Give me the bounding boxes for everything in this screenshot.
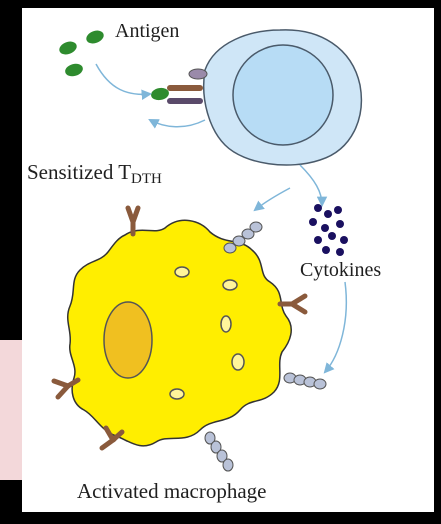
sensitized-t-cell [204,30,362,165]
sensitized-t-dth-label: Sensitized TDTH [27,160,162,185]
activated-macrophage-label: Activated macrophage [77,479,267,504]
sensitized-label-main: Sensitized T [27,160,131,184]
cytokines-label: Cytokines [300,259,381,282]
left-edge-strip [0,340,22,480]
antigen-label: Antigen [115,20,179,43]
sensitized-label-subscript: DTH [131,171,162,187]
macrophage-nucleus [104,302,152,378]
t-cell-nucleus [233,45,333,145]
